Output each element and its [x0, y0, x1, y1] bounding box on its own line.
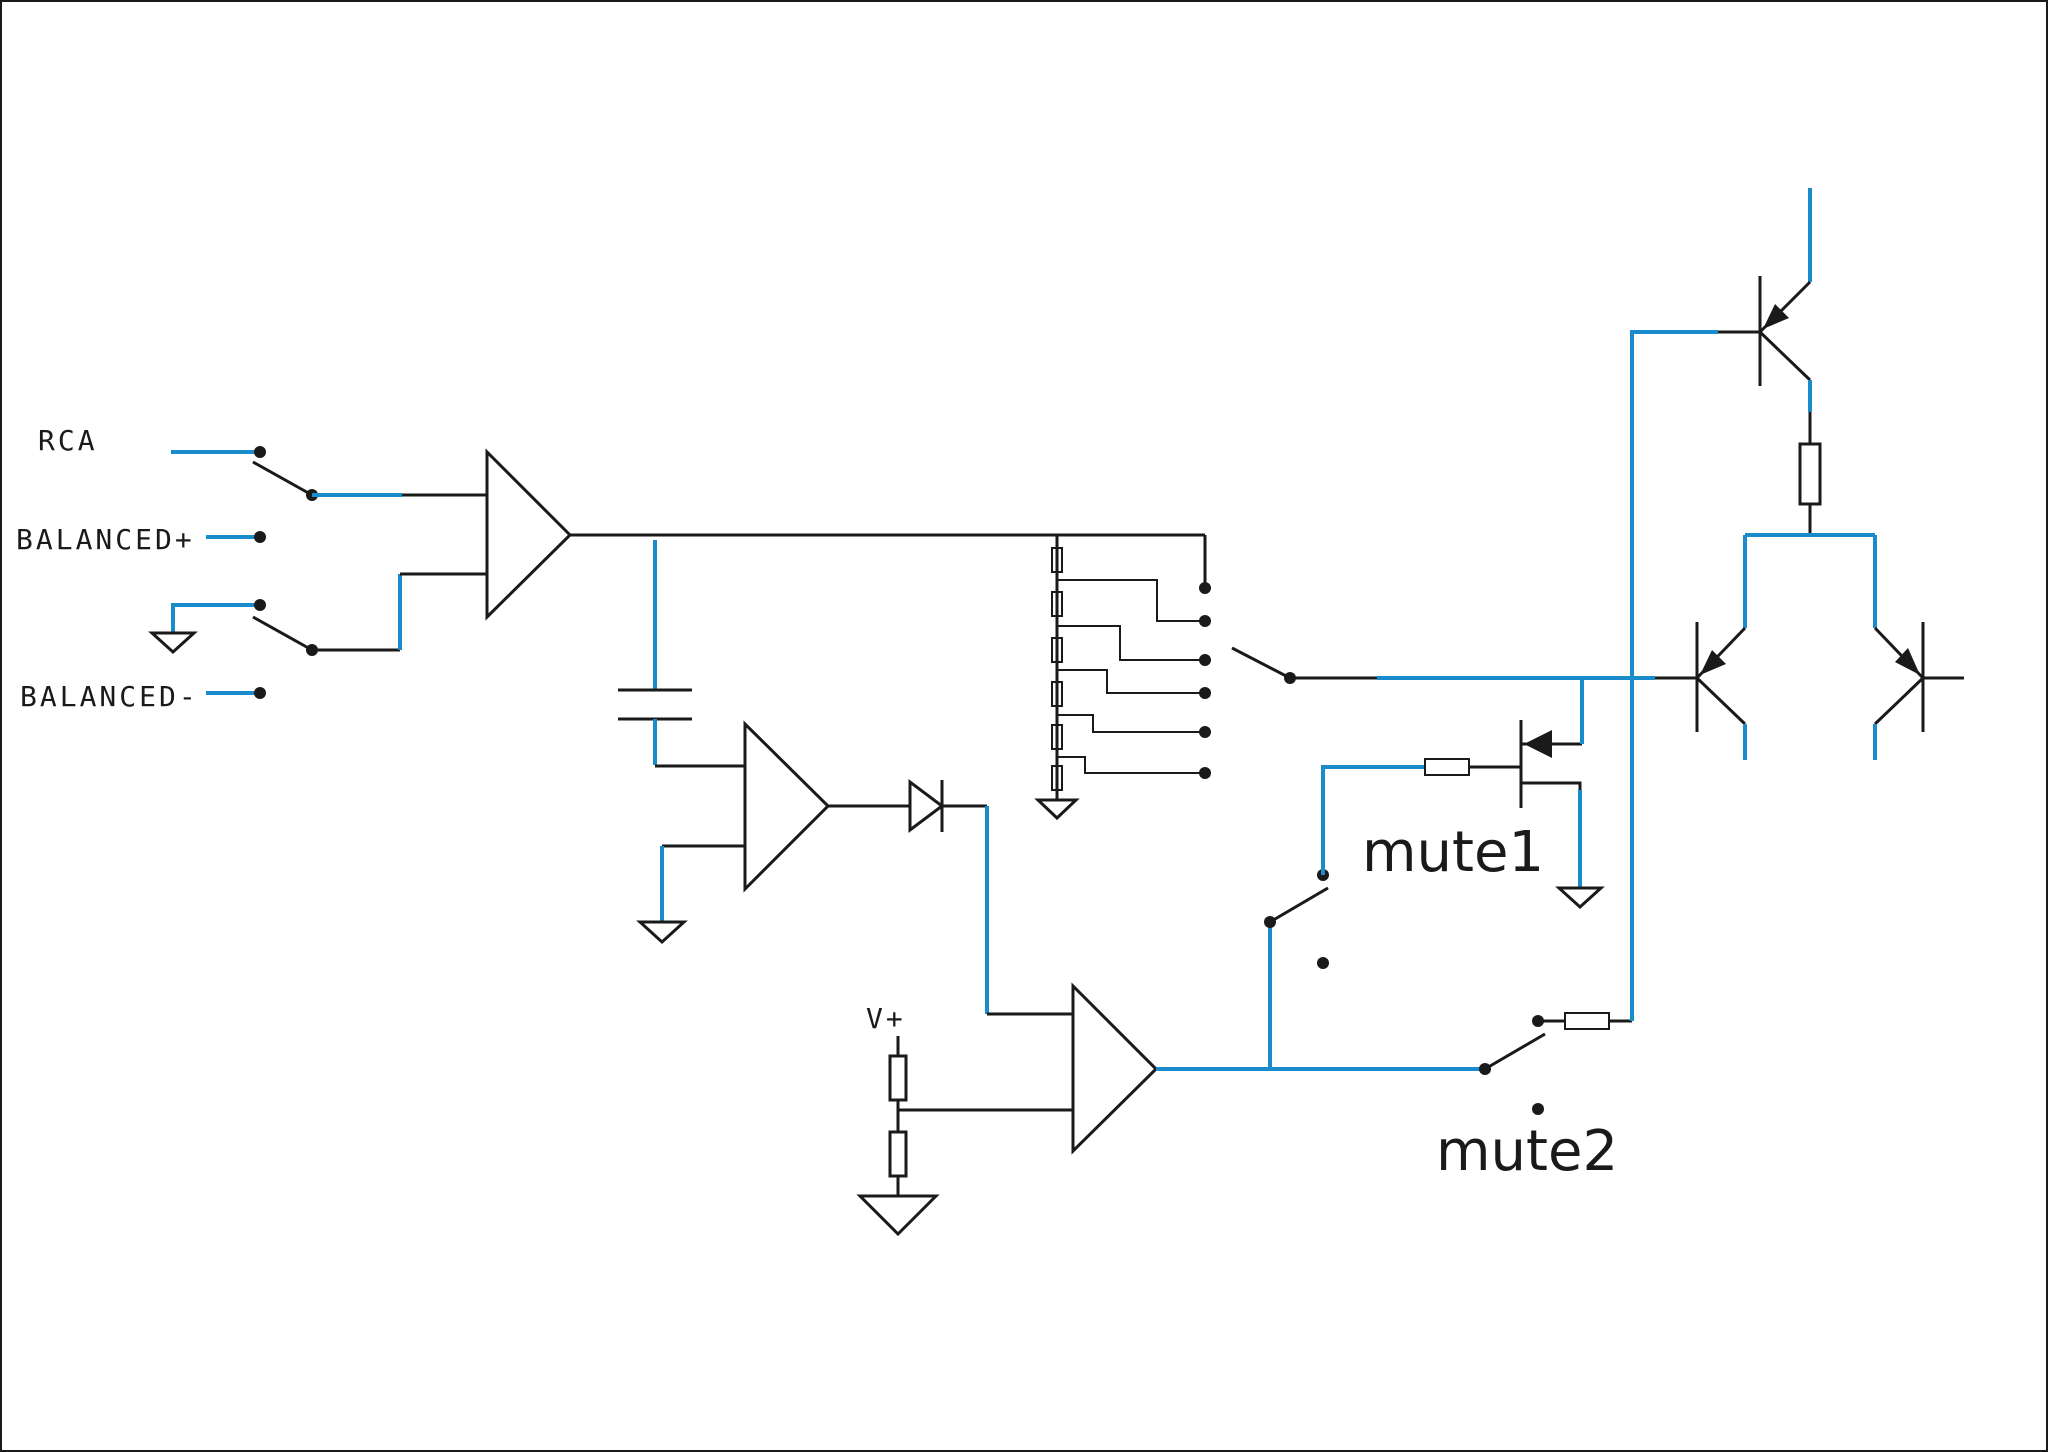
right-transistor-arrow [1895, 648, 1920, 675]
ladder-tap-1 [1057, 579, 1205, 622]
ground-symbol-divider [856, 1194, 940, 1237]
label-balanced-plus: BALANCED+ [16, 523, 195, 556]
label-vplus: V+ [866, 1002, 906, 1035]
output-section [1695, 188, 1964, 760]
upper-transistor-arrow [1763, 304, 1789, 329]
mute1-section: mute1 [1264, 678, 1605, 969]
selector-terminal-4 [1199, 687, 1211, 699]
detector-section [618, 540, 1073, 1016]
ladder-resistor-5 [1051, 724, 1063, 750]
ladder-resistor-1 [1051, 547, 1063, 573]
terminal-rca [254, 446, 266, 458]
mute2-terminal-off [1532, 1103, 1544, 1115]
wire-mute1-to-fet [1321, 765, 1425, 875]
ground-symbol-detector [636, 920, 688, 945]
comparator-section: V+ [856, 922, 1485, 1237]
input-selector-switch-upper [252, 460, 313, 497]
label-mute2: mute2 [1436, 1119, 1618, 1184]
terminal-balanced-plus [254, 531, 266, 543]
ladder-resistor-6 [1051, 765, 1063, 791]
selector-terminal-1 [1199, 582, 1211, 594]
mute2-switch [1484, 1032, 1546, 1071]
terminal-ground-select [254, 599, 266, 611]
label-mute1: mute1 [1362, 820, 1544, 885]
comparator-amplifier [1071, 982, 1159, 1155]
selector-terminal-6 [1199, 767, 1211, 779]
ground-symbol-input [148, 631, 198, 655]
detector-amplifier [743, 720, 831, 893]
ladder-tap-3 [1057, 669, 1205, 694]
ladder-resistor-3 [1051, 637, 1063, 663]
terminal-balanced-minus [254, 687, 266, 699]
selector-terminal-2 [1199, 615, 1211, 627]
label-rca: RCA [38, 424, 98, 457]
ladder-resistor-2 [1051, 591, 1063, 617]
mute1-fet-source [1521, 781, 1582, 790]
ladder-resistor-4 [1051, 681, 1063, 707]
ladder-tap-4 [1057, 714, 1205, 733]
left-transistor-emitter [1695, 676, 1747, 726]
input-selector-switch-lower [252, 615, 313, 652]
left-transistor-arrow [1700, 650, 1726, 675]
mute2-section: mute2 [1436, 330, 1718, 1184]
ground-select-wire [171, 603, 260, 633]
mute1-terminal-off [1317, 957, 1329, 969]
rectifier-diode [908, 779, 945, 833]
ground-symbol-ladder [1034, 798, 1080, 821]
ladder-tap-2 [1057, 625, 1205, 661]
input-section: RCA BALANCED+ BALANCED- [16, 424, 573, 713]
mute1-fet-arrow [1524, 730, 1552, 758]
level-selector-switch [1231, 646, 1291, 680]
input-amplifier [485, 448, 573, 621]
upper-transistor-collector [1758, 330, 1812, 382]
selector-terminal-3 [1199, 654, 1211, 666]
label-balanced-minus: BALANCED- [20, 680, 199, 713]
selector-terminal-5 [1199, 726, 1211, 738]
ladder-tap-5 [1057, 756, 1205, 774]
attenuator-section [570, 533, 1697, 821]
ground-symbol-mute1 [1555, 886, 1605, 910]
right-transistor-emitter [1873, 676, 1925, 726]
mute1-switch [1269, 886, 1329, 924]
wire-mute2-to-upper-transistor [1630, 330, 1718, 1021]
